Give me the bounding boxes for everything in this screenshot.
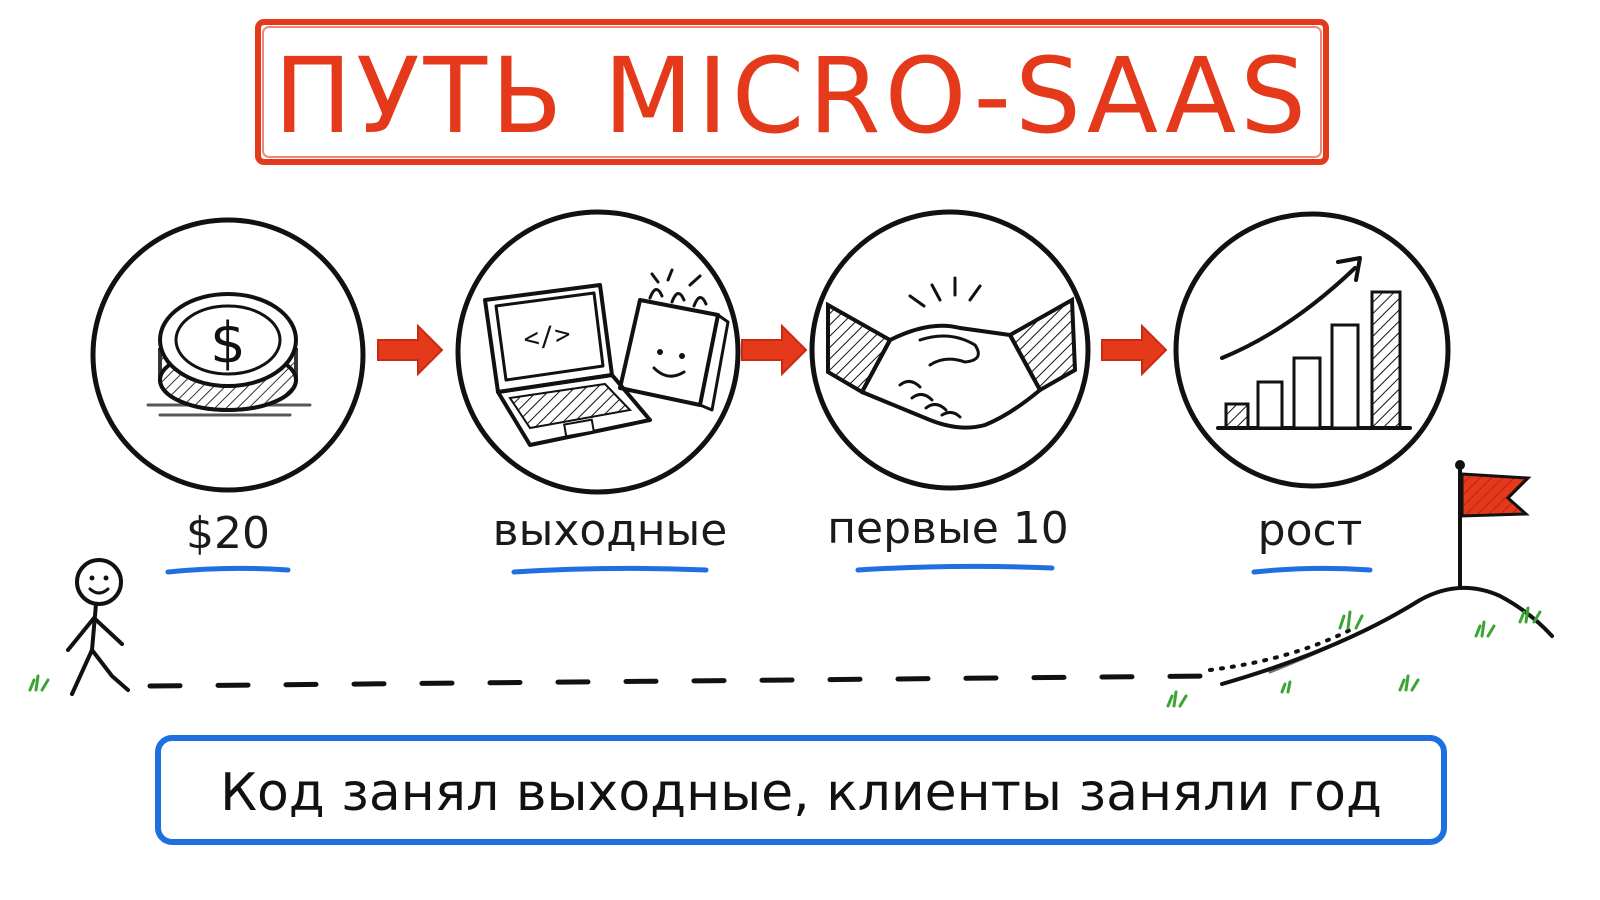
caption-box: Код занял выходные, клиенты заняли год [155, 735, 1447, 845]
handshake-icon [826, 276, 1078, 430]
arrow-2 [741, 323, 808, 377]
step-4-label: рост [1258, 505, 1363, 556]
step-2: </> [455, 209, 741, 495]
step-4-underline [1251, 565, 1373, 575]
code-symbol: </> [522, 319, 572, 355]
title-box: ПУТЬ MICRO-SAAS [255, 19, 1329, 165]
step-1: $ [90, 217, 366, 493]
step-4 [1173, 211, 1451, 489]
title-border [255, 19, 1329, 165]
grass-decoration [28, 606, 1542, 708]
step-3-circle [809, 209, 1091, 491]
caption: Код занял выходные, клиенты заняли год [220, 763, 1382, 823]
step-1-underline [165, 565, 291, 575]
laptop-calendar-icon: </> [483, 268, 730, 447]
flag-icon [1455, 460, 1532, 588]
hill [1220, 586, 1554, 686]
coin-icon: $ [146, 292, 312, 417]
page-title: ПУТЬ MICRO-SAAS [274, 35, 1310, 157]
step-1-circle [90, 217, 366, 493]
growth-chart-icon [1216, 256, 1412, 430]
arrow-3 [1101, 323, 1168, 377]
title-border-inner [262, 26, 1322, 158]
path-dashed [147, 673, 1213, 689]
stick-figure-icon [66, 558, 130, 696]
step-3-underline [855, 563, 1055, 573]
step-2-label: выходные [493, 505, 728, 556]
step-1-label: $20 [186, 508, 270, 559]
path-dotted [1208, 628, 1352, 672]
step-4-circle [1173, 211, 1451, 489]
coin-symbol: $ [210, 311, 246, 376]
step-3 [809, 209, 1091, 491]
step-3-label: первые 10 [827, 503, 1068, 554]
caption-border [155, 735, 1447, 845]
arrow-1 [377, 323, 444, 377]
step-2-circle [455, 209, 741, 495]
step-2-underline [511, 565, 709, 575]
